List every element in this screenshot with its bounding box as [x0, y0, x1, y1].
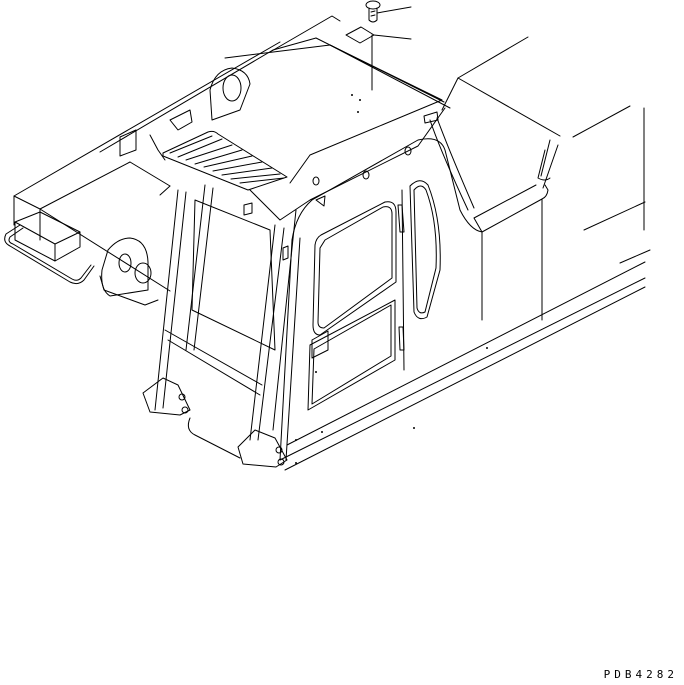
rivets: [295, 347, 488, 464]
cab-door: [307, 189, 405, 411]
plate-leader-line: [373, 34, 412, 40]
guard-mounts: [142, 377, 288, 468]
hinge-bracket: [99, 237, 159, 306]
left-handrail: [4, 224, 95, 285]
engine-hood: [441, 36, 651, 321]
side-window: [409, 180, 441, 320]
tread-plate: [162, 130, 288, 191]
bolt-part: [365, 0, 412, 23]
drawing-code-label: PDB4282: [603, 668, 678, 681]
plate-part: [345, 26, 412, 91]
roof-fittings: [243, 111, 475, 261]
rear-hinge: [209, 67, 251, 121]
cab-roof: [224, 37, 451, 221]
cab-body: [279, 138, 646, 471]
battery-box: [14, 211, 81, 262]
bolt-leader-line: [376, 6, 412, 14]
frame-panels: [119, 109, 193, 161]
front-guard: [154, 184, 297, 441]
